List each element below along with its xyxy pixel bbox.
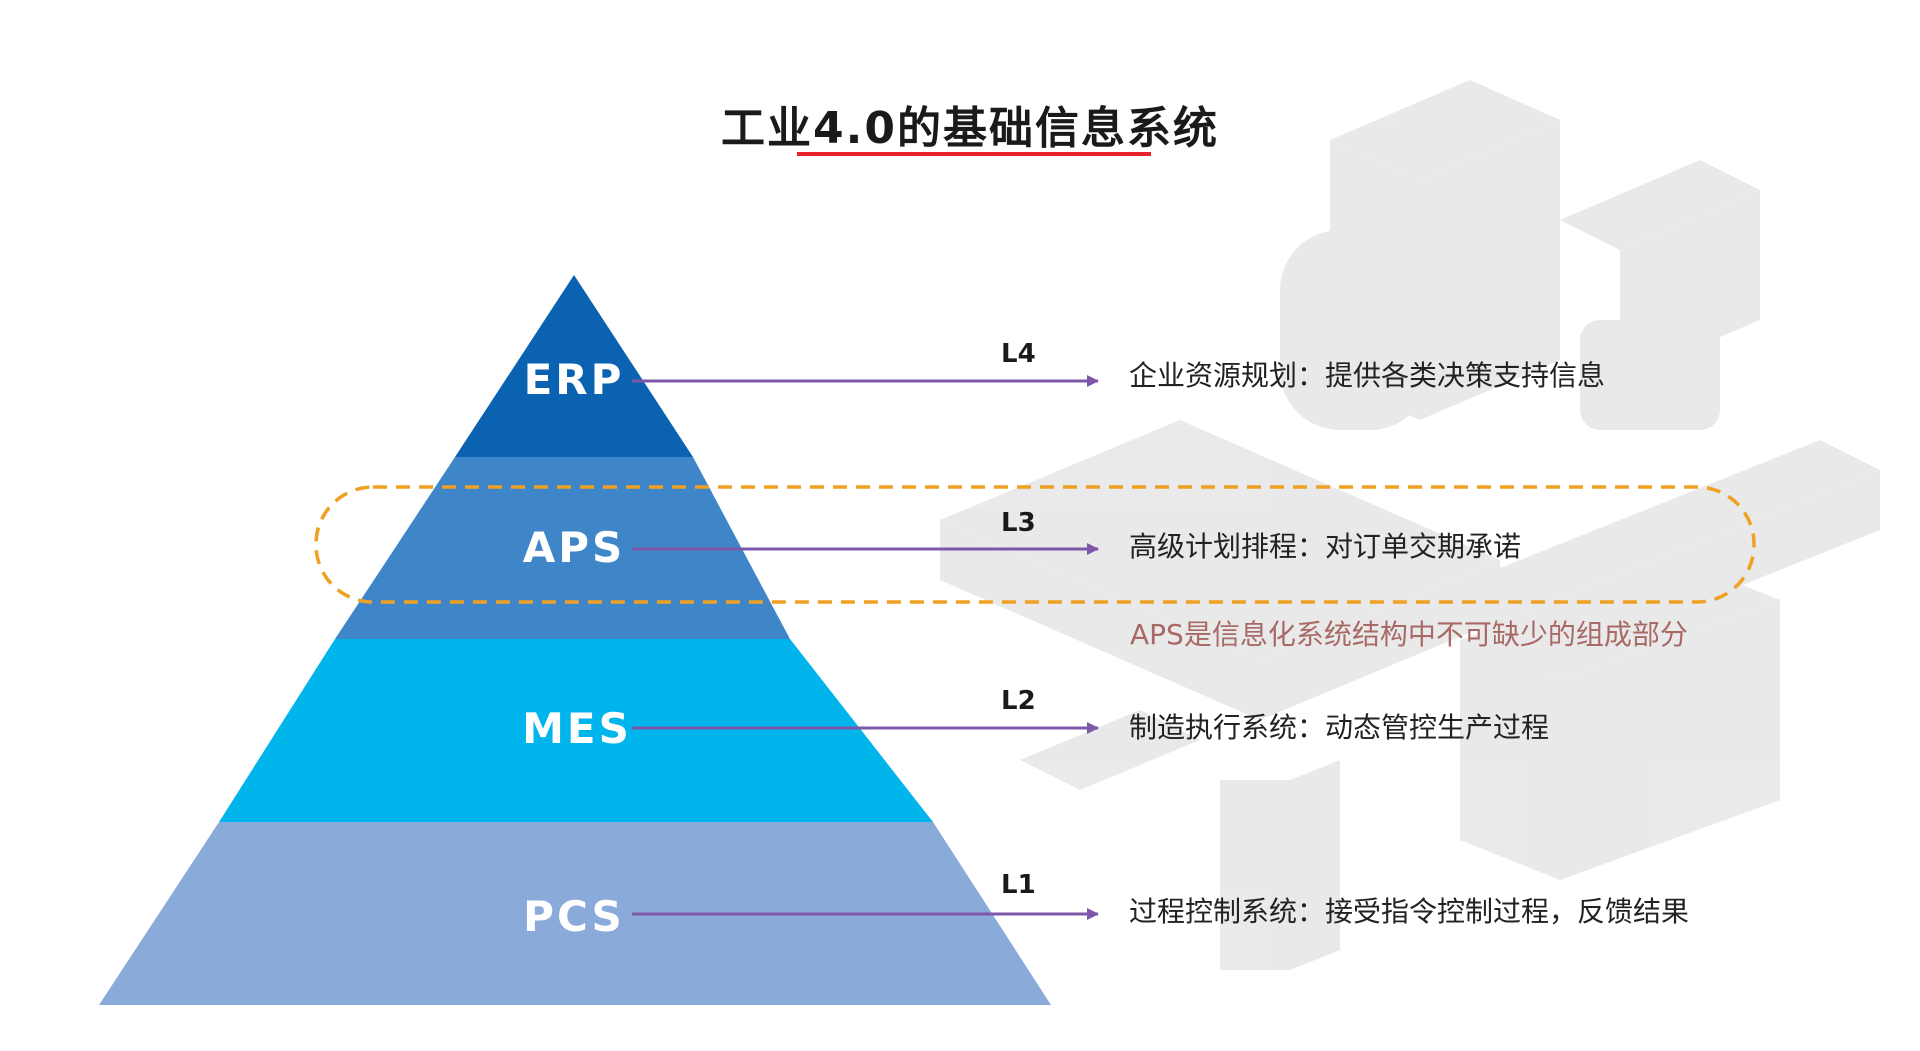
level-tag-l4: L4	[1001, 339, 1036, 369]
tier-aps-description: 高级计划排程：对订单交期承诺	[1129, 530, 1521, 563]
title-underline	[797, 152, 1151, 156]
tier-pcs-band	[99, 822, 1051, 1005]
tier-mes-description: 制造执行系统：动态管控生产过程	[1129, 711, 1549, 744]
tier-pcs-label: PCS	[523, 892, 625, 941]
level-tag-l1: L1	[1001, 870, 1036, 900]
tier-pcs-description: 过程控制系统：接受指令控制过程，反馈结果	[1129, 895, 1689, 928]
tier-aps-band	[335, 457, 790, 639]
tier-erp-description: 企业资源规划：提供各类决策支持信息	[1129, 359, 1605, 392]
tier-erp-band	[455, 275, 693, 457]
level-tag-l2: L2	[1001, 686, 1036, 716]
tier-mes-band	[219, 639, 933, 822]
tier-aps-label: APS	[523, 523, 626, 572]
tier-erp-label: ERP	[524, 355, 625, 404]
aps-highlight-note: APS是信息化系统结构中不可缺少的组成部分	[1130, 618, 1688, 651]
page-title: 工业4.0的基础信息系统	[721, 103, 1219, 154]
factory-illustration-icon	[940, 80, 1880, 970]
level-tag-l3: L3	[1001, 508, 1036, 538]
tier-mes-label: MES	[522, 704, 632, 753]
aps-highlight-box	[314, 485, 1756, 604]
